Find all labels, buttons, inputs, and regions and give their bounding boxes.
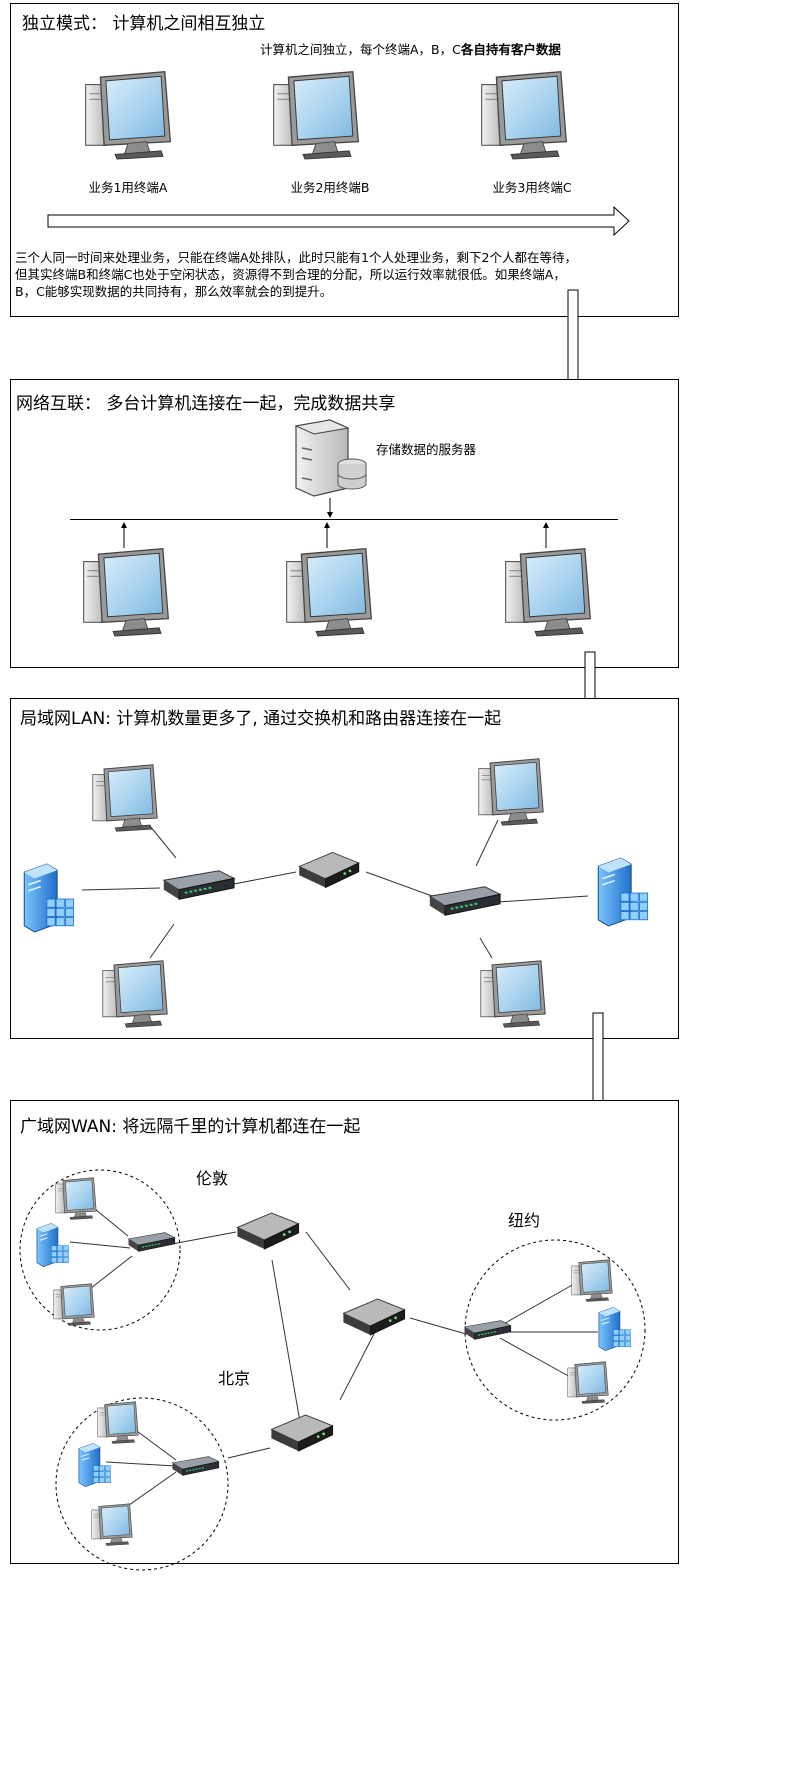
terminal-b-label: 业务2用终端B bbox=[290, 180, 369, 195]
lan-panel: 局域网LAN: 计算机数量更多了, 通过交换机和路由器连接在一起 bbox=[10, 698, 679, 1039]
standalone-title: 独立模式： 计算机之间相互独立 bbox=[22, 14, 265, 34]
beijing-cluster bbox=[55, 1397, 229, 1571]
city-beijing-label: 北京 bbox=[218, 1369, 250, 1388]
standalone-paragraph-line-2: 但其实终端B和终端C也处于空闲状态，资源得不到合理的分配，所以运行效率就很低。如… bbox=[15, 267, 566, 282]
network-panel: 网络互联： 多台计算机连接在一起，完成数据共享 存储数据的服务器 bbox=[10, 379, 679, 668]
lan-title: 局域网LAN: 计算机数量更多了, 通过交换机和路由器连接在一起 bbox=[20, 709, 501, 729]
network-title: 网络互联： 多台计算机连接在一起，完成数据共享 bbox=[16, 394, 395, 414]
wan-title: 广域网WAN: 将远隔千里的计算机都连在一起 bbox=[20, 1117, 360, 1137]
standalone-note-bold: 各自持有客户数据 bbox=[460, 42, 562, 57]
terminal-c-label: 业务3用终端C bbox=[492, 180, 571, 195]
standalone-paragraph-line-3: B，C能够实现数据的共同持有，那么效率就会的到提升。 bbox=[15, 284, 332, 299]
city-newyork-label: 纽约 bbox=[508, 1211, 540, 1230]
server-label: 存储数据的服务器 bbox=[376, 442, 477, 457]
standalone-note-prefix: 计算机之间独立，每个终端A，B，C bbox=[260, 42, 461, 57]
lan-links bbox=[81, 819, 589, 959]
city-london-label: 伦敦 bbox=[196, 1169, 228, 1188]
flow-arrow bbox=[47, 205, 630, 237]
standalone-panel: 独立模式： 计算机之间相互独立 计算机之间独立，每个终端A，B，C各自持有客户数… bbox=[10, 3, 679, 317]
standalone-paragraph-line-1: 三个人同一时间来处理业务，只能在终端A处排队，此时只能有1个人处理业务，剩下2个… bbox=[15, 250, 577, 265]
terminal-a-label: 业务1用终端A bbox=[88, 180, 167, 195]
standalone-note: 计算机之间独立，每个终端A，B，C各自持有客户数据 bbox=[260, 42, 561, 57]
wan-panel: 广域网WAN: 将远隔千里的计算机都连在一起 伦敦 纽约 北京 bbox=[10, 1100, 679, 1571]
london-cluster bbox=[19, 1169, 181, 1331]
